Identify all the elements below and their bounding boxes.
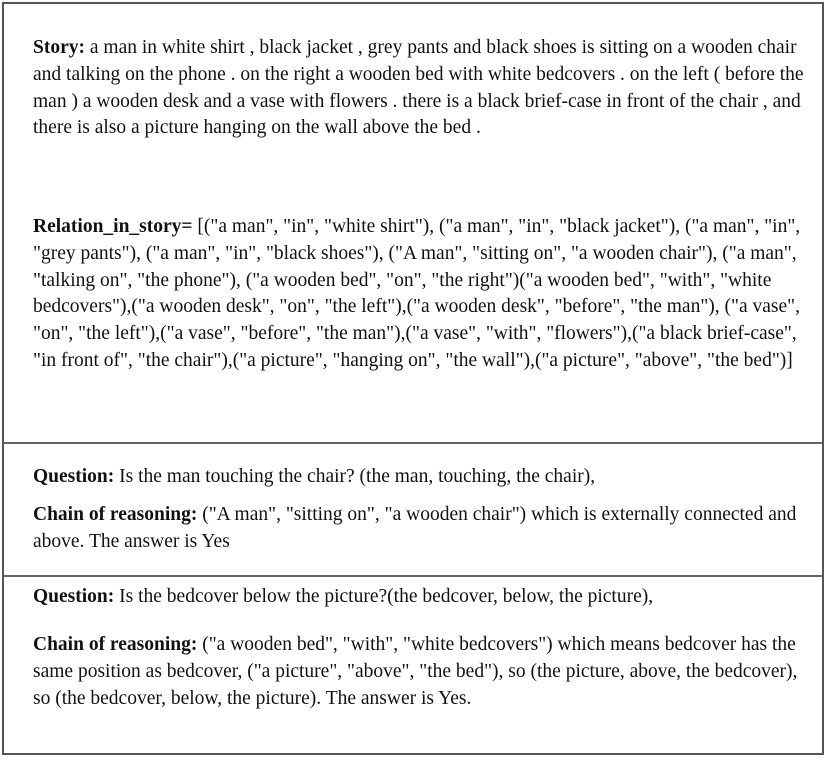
story-text: a man in white shirt , black jacket , gr…	[33, 37, 804, 139]
question-2-text: Is the bedcover below the picture?(the b…	[114, 586, 654, 607]
relation-text: [("a man", "in", "white shirt"), ("a man…	[33, 216, 801, 371]
chain-2-paragraph: Chain of reasoning: ("a wooden bed", "wi…	[33, 632, 804, 712]
question-1-paragraph: Question: Is the man touching the chair?…	[33, 464, 804, 491]
chain-1-text: ("A man", "sitting on", "a wooden chair"…	[33, 504, 797, 552]
example-1-section: Question: Is the man touching the chair?…	[4, 445, 822, 577]
relation-paragraph: Relation_in_story= [("a man", "in", "whi…	[33, 214, 804, 375]
chain-1-label: Chain of reasoning:	[33, 504, 198, 525]
relation-label: Relation_in_story=	[33, 216, 193, 237]
question-2-paragraph: Question: Is the bedcover below the pict…	[33, 584, 804, 611]
story-label: Story:	[33, 37, 85, 58]
question-1-text: Is the man touching the chair? (the man,…	[114, 466, 596, 487]
chain-2-text: ("a wooden bed", "with", "white bedcover…	[33, 634, 798, 709]
chain-1-paragraph: Chain of reasoning: ("A man", "sitting o…	[33, 502, 804, 556]
example-2-section: Question: Is the bedcover below the pict…	[4, 578, 822, 753]
story-paragraph: Story: a man in white shirt , black jack…	[33, 35, 804, 142]
question-1-label: Question:	[33, 466, 115, 487]
question-2-label: Question:	[33, 586, 115, 607]
chain-2-label: Chain of reasoning:	[33, 634, 198, 655]
story-section: Story: a man in white shirt , black jack…	[4, 4, 822, 444]
